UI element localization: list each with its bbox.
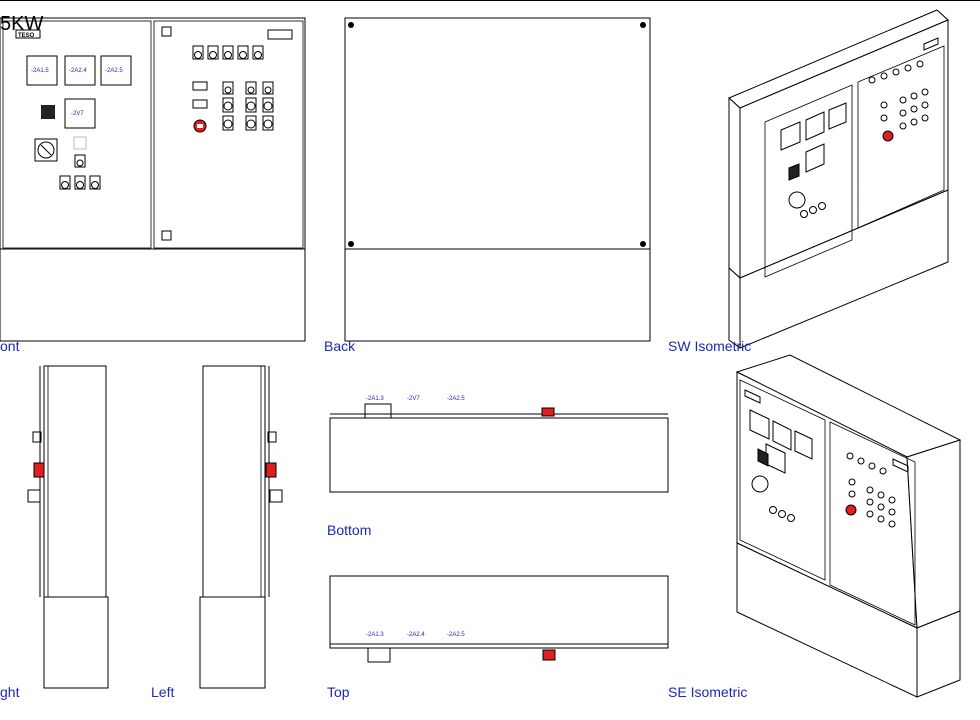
emergency-stop-icon <box>33 462 45 478</box>
emergency-stop-icon <box>845 504 857 516</box>
sw-right-door <box>857 45 945 229</box>
bolt-icon <box>348 241 354 247</box>
view-label-sw-iso: SW Isometric <box>668 338 751 354</box>
ammeter-2 <box>64 55 96 86</box>
door-lock-icon <box>161 230 172 241</box>
button-grid <box>192 81 274 131</box>
right-outline <box>43 365 107 598</box>
button-row-top <box>192 45 264 60</box>
sw-left-door <box>764 84 853 278</box>
left-outline <box>202 365 266 598</box>
ammeter-3 <box>100 55 132 86</box>
se-isometric-view: SE Isometric <box>668 354 962 700</box>
indicator-placeholder <box>73 136 87 150</box>
bottom-meter-label-2: -2V7 <box>407 396 420 402</box>
bottom-meter-label-3: -2A2.5 <box>447 396 465 402</box>
bolt-icon <box>640 22 646 28</box>
push-button <box>59 175 71 190</box>
top-meter-label-2: -2A2.4 <box>407 632 425 638</box>
view-label-se-iso: SE Isometric <box>668 684 747 700</box>
push-button <box>89 175 101 190</box>
emergency-stop-icon <box>541 407 555 417</box>
top-outline <box>329 575 669 649</box>
bolt-icon <box>348 22 354 28</box>
brand-logo-text: TESO <box>18 33 35 39</box>
meter-protrusion <box>367 647 391 663</box>
selector-display <box>41 105 55 119</box>
se-right-door <box>829 421 916 626</box>
main-switch <box>34 138 58 162</box>
pilot-lamp <box>74 154 86 168</box>
front-outline <box>0 17 306 342</box>
sw-isometric-view: SW Isometric <box>668 9 949 354</box>
front-view: 5KW TESO -2A1.5 -2A2.4 -2A2.5 -2V7 <box>0 13 306 354</box>
view-label-front: ont <box>0 338 20 354</box>
emergency-stop-icon <box>265 462 277 478</box>
emergency-stop-icon <box>882 130 894 142</box>
bottom-outline <box>329 417 669 493</box>
bottom-meter-label-1: -2A1.3 <box>366 396 384 402</box>
ammeter-1 <box>26 55 58 86</box>
view-label-back: Back <box>324 338 356 354</box>
top-meter-label-3: -2A2.5 <box>447 632 465 638</box>
main-switch-knob <box>37 141 55 159</box>
se-left-door <box>739 379 826 581</box>
back-view: Back <box>324 17 651 354</box>
bottom-view: -2A1.3 -2V7 -2A2.5 Bottom <box>327 396 669 538</box>
door-lock-icon <box>161 26 172 37</box>
view-label-left: Left <box>151 684 174 700</box>
brand-logo <box>15 29 41 39</box>
ammeter-3-label: -2A2.5 <box>105 68 123 74</box>
sw-side-face <box>728 96 741 280</box>
back-outline <box>344 17 651 342</box>
top-meter-label-1: -2A1.3 <box>366 632 384 638</box>
top-view: -2A1.3 -2A2.4 -2A2.5 Top <box>327 575 669 700</box>
sw-plinth <box>739 189 949 349</box>
right-plinth <box>43 596 109 689</box>
voltmeter <box>64 98 96 129</box>
front-left-door <box>2 20 152 249</box>
bolt-icon <box>640 241 646 247</box>
front-right-door <box>153 20 304 249</box>
left-plinth <box>199 596 266 689</box>
meter-protrusion <box>364 403 392 419</box>
ammeter-2-label: -2A2.4 <box>69 68 87 74</box>
right-view: ght <box>0 365 109 700</box>
view-label-right: ght <box>0 684 20 700</box>
voltmeter-label: -2V7 <box>71 111 84 117</box>
ammeter-1-label: -2A1.5 <box>31 68 49 74</box>
push-button <box>74 175 86 190</box>
left-view: Left <box>151 365 283 700</box>
view-label-bottom: Bottom <box>327 522 371 538</box>
emergency-stop-icon <box>542 649 556 661</box>
label-plate <box>267 29 293 40</box>
view-label-top: Top <box>327 684 350 700</box>
